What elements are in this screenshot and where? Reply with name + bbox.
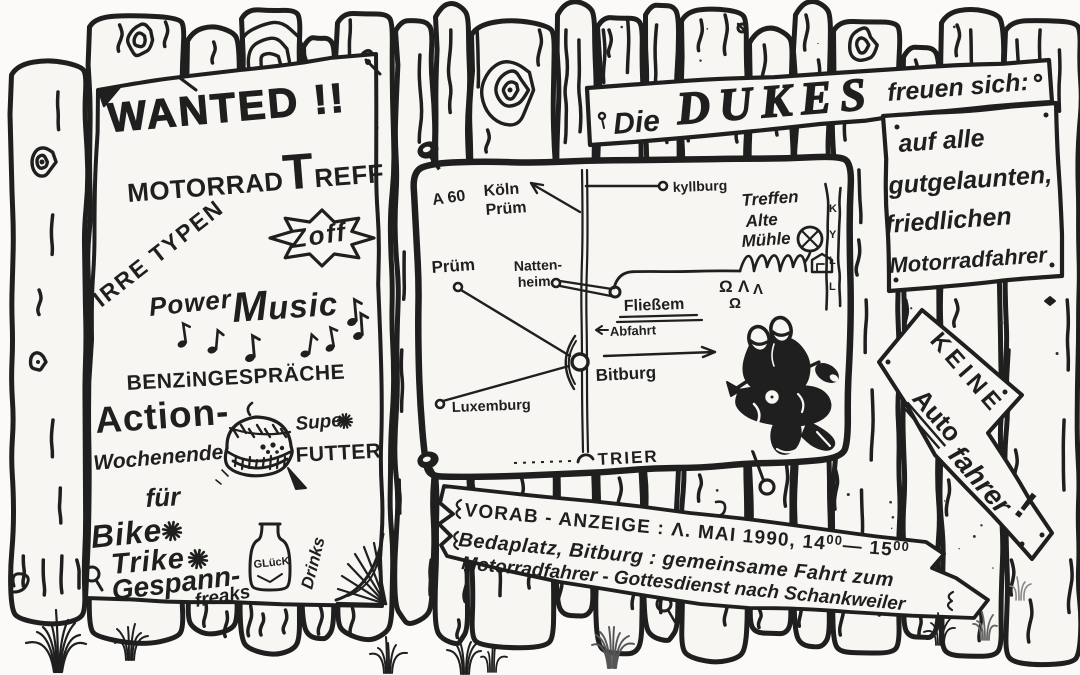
svg-text:Ω: Ω xyxy=(729,295,741,312)
svg-text:Λ: Λ xyxy=(753,281,763,298)
svg-text:Music: Music xyxy=(230,277,339,331)
svg-text:Luxemburg: Luxemburg xyxy=(452,397,531,416)
svg-text:Prüm: Prüm xyxy=(485,199,527,219)
svg-text:auf alle: auf alle xyxy=(897,124,985,158)
svg-text:Köln: Köln xyxy=(483,181,520,200)
svg-text:GLücK: GLücK xyxy=(253,555,290,571)
svg-text:TRIER: TRIER xyxy=(597,447,659,469)
svg-text:Natten-: Natten- xyxy=(514,256,563,274)
svg-text:heim: heim xyxy=(518,273,551,290)
svg-text:für: für xyxy=(145,481,183,513)
svg-text:kyllburg: kyllburg xyxy=(673,177,728,195)
svg-text:Ω: Ω xyxy=(719,277,733,296)
svg-text:L: L xyxy=(829,255,836,267)
svg-text:Abfahrt: Abfahrt xyxy=(610,322,657,339)
svg-text:Fließem: Fließem xyxy=(624,296,685,315)
svg-text:A 60: A 60 xyxy=(431,187,466,208)
svg-text:Λ: Λ xyxy=(738,277,750,296)
svg-text:Trike: Trike xyxy=(110,543,186,581)
svg-text:Bitburg: Bitburg xyxy=(595,363,656,385)
svg-text:Bike: Bike xyxy=(89,512,164,555)
svg-text:Action-: Action- xyxy=(94,391,231,441)
svg-text:Y: Y xyxy=(829,229,837,241)
svg-text:Alte: Alte xyxy=(744,210,778,231)
svg-text:K: K xyxy=(829,203,837,215)
svg-text:Treffen: Treffen xyxy=(741,187,799,210)
svg-text:Die: Die xyxy=(612,104,661,141)
svg-text:L: L xyxy=(829,281,836,293)
svg-text:Mühle: Mühle xyxy=(741,229,791,251)
svg-text:Supe: Supe xyxy=(295,410,344,435)
svg-text:FUTTER: FUTTER xyxy=(295,440,382,467)
svg-text:Prüm: Prüm xyxy=(431,255,476,277)
